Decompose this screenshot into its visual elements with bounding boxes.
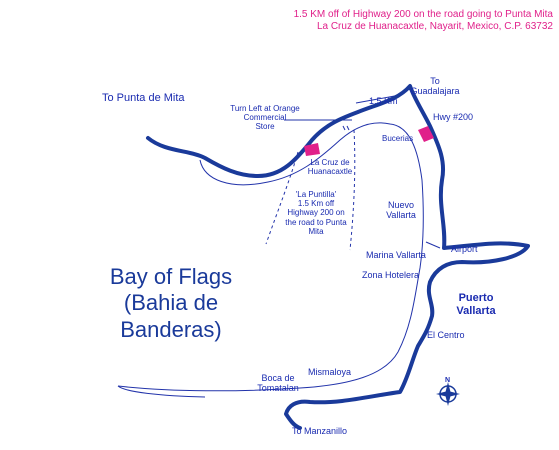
la-cruz-line-1: La Cruz de [310,158,350,167]
nuevo-label: Nuevo [387,200,414,210]
la-puntilla-label: 'La Puntilla' 1.5 Km off Highway 200 on … [278,190,354,236]
la-cruz-marker [304,143,320,156]
coastline [117,122,424,392]
nuevo-vallarta-label: Nuevo Vallarta [376,200,426,221]
compass-rose [436,382,460,406]
airport-tick [425,241,441,249]
mismaloya-label: Mismaloya [308,367,352,377]
marina-vallarta-label: Marina Vallarta [366,250,426,260]
bay-line-2: (Bahia de [123,290,219,316]
caption-line-2: La Cruz de Huanacaxtle, Nayarit, Mexico,… [316,21,553,32]
to-manzanillo-label: To Manzanillo [292,426,348,436]
bay-line-1: Bay of Flags [109,264,233,289]
coast-segment [117,385,206,398]
dashed-route-left [265,151,299,245]
nuevo-vallarta-line-2: Vallarta [386,210,416,221]
puntilla-line-2: 1.5 Km off [297,199,335,209]
to-guadalajara-label: To Guadalajara [400,76,470,97]
guadalajara-label: Guadalajara [410,86,460,97]
turn-left-line-2: Commercial [243,113,287,123]
zona-hotelera-label: Zona Hotelera [362,270,420,280]
puntilla-line-5: Mita [308,226,324,236]
puntilla-line-3: Highway 200 on [287,208,345,218]
boca-label: Boca de Tomatalan [248,373,308,394]
road-distance [355,94,401,104]
road-ticks [342,125,350,131]
turn-left-line-1: Turn Left at Orange [230,104,300,113]
el-centro-label: El Centro [427,330,465,340]
puntilla-line-4: the road to Punta [285,217,347,227]
boca-line-1: Boca de [261,373,295,383]
to-punta-de-mita-label: To Punta de Mita [102,92,185,104]
puerto-vallarta-line-2: Vallarta [456,304,496,317]
la-cruz-label: La Cruz de Huanacaxtle [300,158,360,176]
to-label: To [430,76,440,86]
puntilla-line-1: 'La Puntilla' [295,190,337,199]
compass-north-label: N [445,377,451,384]
distance-label: 1.5 Km [369,96,398,106]
puerto-vallarta-label: Puerto Vallarta [444,292,508,317]
bay-line-3: Banderas) [120,316,222,342]
la-cruz-line-2: Huanacaxtle [307,167,353,177]
boca-line-2: Tomatalan [257,383,299,394]
bucerias-marker [418,126,434,142]
bucerias-label: Bucerias [382,134,414,143]
caption-line-1: 1.5 KM off of Highway 200 on the road go… [293,9,553,20]
bay-of-flags-label: Bay of Flags (Bahia de Banderas) [84,264,258,343]
turn-left-line-3: Store [255,122,275,132]
airport-label: Airport [451,244,478,254]
puerto-label: Puerto [458,292,494,304]
turn-left-label: Turn Left at Orange Commercial Store [220,104,310,132]
dashed-route-right [349,129,356,251]
hwy-200-label: Hwy #200 [433,112,474,122]
